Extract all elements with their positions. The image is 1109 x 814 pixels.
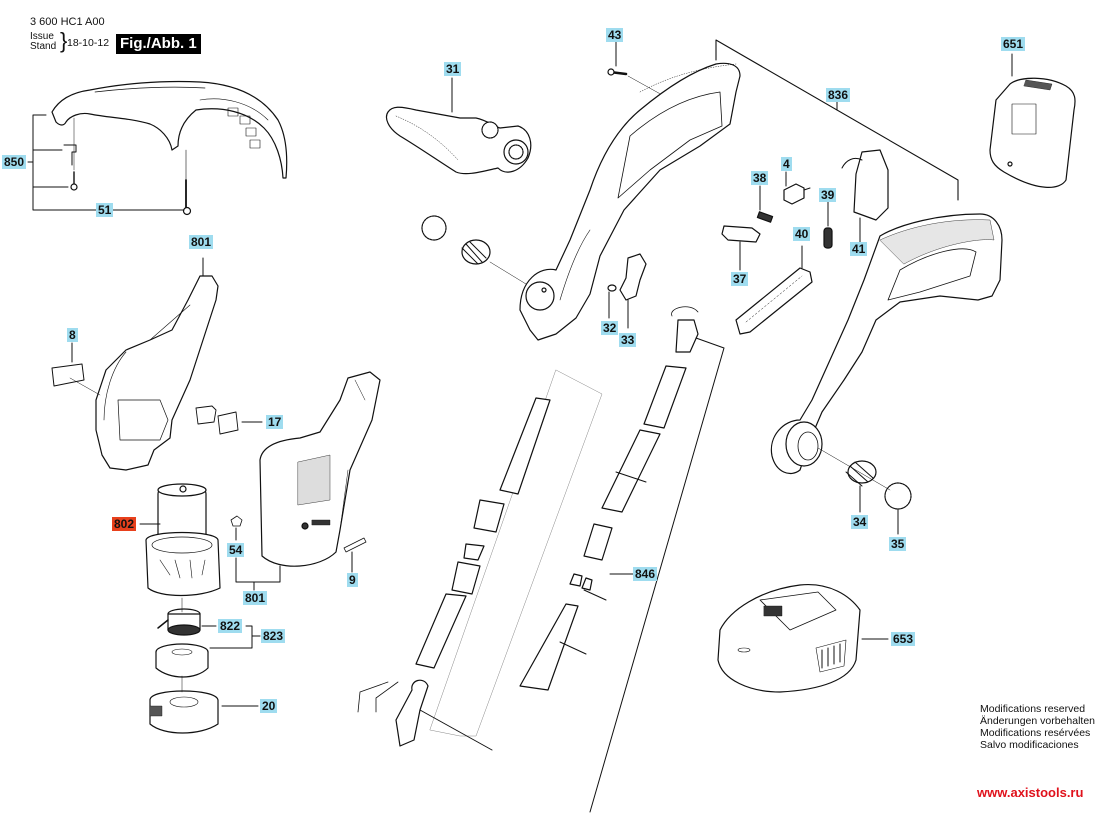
callout-651[interactable]: 651 [1001,37,1026,51]
callout-43[interactable]: 43 [606,28,624,42]
callout-850[interactable]: 850 [2,155,27,169]
callout-34[interactable]: 34 [851,515,869,529]
handle-half-part [519,62,741,341]
battery-part [989,77,1076,188]
callout-40[interactable]: 40 [793,227,811,241]
callout-822[interactable]: 822 [218,619,243,633]
callout-35[interactable]: 35 [889,537,907,551]
callout-20[interactable]: 20 [260,699,278,713]
callout-31[interactable]: 31 [444,62,462,76]
callout-802-highlighted[interactable]: 802 [112,517,137,531]
callout-836[interactable]: 836 [826,88,851,102]
aux-handle-part [385,106,532,175]
housing-half-part [95,275,219,471]
main-handle-part [770,213,1003,475]
callout-37[interactable]: 37 [731,272,749,286]
callout-33[interactable]: 33 [619,333,637,347]
callout-41[interactable]: 41 [850,242,868,256]
callout-38[interactable]: 38 [751,171,769,185]
callout-39[interactable]: 39 [819,188,837,202]
spool-part [149,608,219,734]
callout-17[interactable]: 17 [266,415,284,429]
website-link[interactable]: www.axistools.ru [977,785,1084,800]
callout-8[interactable]: 8 [67,328,78,342]
note-en: Modifications reserved [980,703,1086,715]
note-fr: Modifications resérvées [980,727,1091,739]
modification-notes: Modifications reserved Änderungen vorbeh… [980,703,1095,751]
figure-title: Fig./Abb. 1 [116,34,201,54]
issue-label: Issue Stand [30,32,56,52]
callout-823[interactable]: 823 [261,629,286,643]
charger-part [717,584,861,693]
document-code: 3 600 HC1 A00 [30,16,105,28]
callout-32[interactable]: 32 [601,321,619,335]
callout-801-set[interactable]: 801 [243,591,268,605]
brace-icon: } [60,28,68,53]
lower-housing-part [259,371,381,567]
callout-54[interactable]: 54 [227,543,245,557]
callout-846[interactable]: 846 [633,567,658,581]
callout-801-housing[interactable]: 801 [189,235,214,249]
note-de: Änderungen vorbehalten [980,715,1096,727]
callout-653[interactable]: 653 [891,632,916,646]
issue-label-de: Stand [30,41,57,52]
issue-label-en: Issue [30,31,54,42]
note-es: Salvo modificaciones [980,739,1079,751]
callout-4[interactable]: 4 [781,157,792,171]
issue-date: 18-10-12 [67,37,110,49]
callout-9[interactable]: 9 [347,573,358,587]
guard-part [51,80,288,179]
callout-51[interactable]: 51 [96,203,114,217]
motor-part [145,483,221,597]
shaft-tubes-part [357,306,699,747]
